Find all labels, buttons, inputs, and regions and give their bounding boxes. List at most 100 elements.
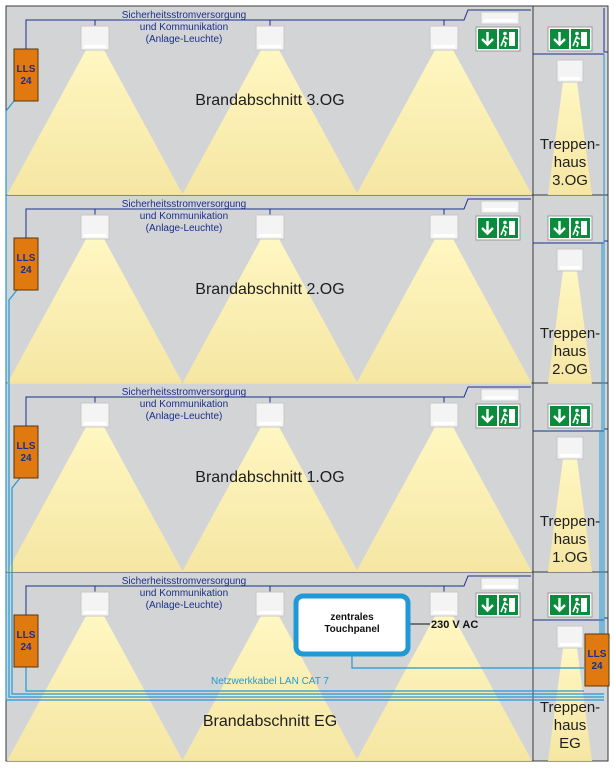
light-beam (7, 427, 183, 572)
emergency-exit-sign-icon (547, 592, 593, 618)
staircase-label: EG (559, 735, 581, 752)
ceiling-luminaire-icon (480, 11, 520, 25)
emergency-exit-sign-icon (475, 403, 521, 429)
section-label: Brandabschnitt 2.OG (195, 281, 344, 298)
staircase-label: haus (554, 154, 587, 171)
lls-label: LLS (588, 649, 607, 660)
section-label: Brandabschnitt EG (203, 713, 337, 730)
lls-label: LLS (17, 630, 36, 641)
ceiling-luminaire-icon (556, 625, 584, 649)
lan-cable (351, 654, 584, 669)
lls-label: 24 (591, 661, 603, 672)
lls-label: LLS (17, 64, 36, 75)
lan-cable (25, 667, 584, 692)
power-label: 230 V AC (431, 619, 478, 631)
emergency-exit-sign-icon (547, 215, 593, 241)
ceiling-luminaire-icon (429, 591, 459, 617)
light-beam (182, 427, 358, 572)
bus-label-line: (Anlage-Leuchte) (146, 223, 223, 234)
ceiling-luminaire-icon (556, 436, 584, 460)
ceiling-luminaire-icon (480, 388, 520, 402)
light-beam (548, 459, 592, 572)
light-beam (548, 648, 592, 761)
bus-label-line: und Kommunikation (140, 211, 228, 222)
light-beam (7, 239, 183, 384)
staircase-label: Treppen- (540, 699, 600, 716)
light-beam (182, 616, 358, 761)
power-bus-line (25, 9, 531, 50)
staircase-label: 1.OG (552, 549, 588, 566)
lan-cable-label: Netzwerkkabel LAN CAT 7 (211, 676, 329, 687)
light-beam (548, 271, 592, 384)
bus-label-line: Sicherheitsstromversorgung (122, 10, 247, 21)
emergency-exit-sign-icon (547, 403, 593, 429)
staircase-label: Treppen- (540, 325, 600, 342)
staircase-label: Treppen- (540, 136, 600, 153)
light-beam (356, 50, 532, 195)
bus-label-line: und Kommunikation (140, 22, 228, 33)
ceiling-luminaire-icon (80, 214, 110, 240)
light-beam (356, 239, 532, 384)
touchpanel-label: zentrales (330, 612, 374, 623)
bus-label-line: (Anlage-Leuchte) (146, 34, 223, 45)
bus-label-line: Sicherheitsstromversorgung (122, 387, 247, 398)
staircase-label: haus (554, 717, 587, 734)
lls-label: 24 (20, 453, 32, 464)
section-label: Brandabschnitt 3.OG (195, 92, 344, 109)
ceiling-luminaire-icon (255, 591, 285, 617)
ceiling-luminaire-icon (80, 591, 110, 617)
ceiling-luminaire-icon (80, 25, 110, 51)
lls-label: 24 (20, 265, 32, 276)
light-beam (356, 427, 532, 572)
ceiling-luminaire-icon (556, 59, 584, 83)
ceiling-luminaire-icon (255, 402, 285, 428)
ceiling-luminaire-icon (80, 402, 110, 428)
staircase-label: Treppen- (540, 513, 600, 530)
power-bus-line (25, 575, 531, 616)
bus-label-line: Sicherheitsstromversorgung (122, 199, 247, 210)
light-beam (7, 616, 183, 761)
staircase-label: haus (554, 343, 587, 360)
lls-label: 24 (20, 76, 32, 87)
lan-cable (5, 100, 604, 701)
ceiling-luminaire-icon (429, 214, 459, 240)
staircase-label: 3.OG (552, 172, 588, 189)
ceiling-luminaire-icon (255, 25, 285, 51)
ceiling-luminaire-icon (480, 200, 520, 214)
light-beam (7, 50, 183, 195)
power-bus-line (25, 386, 531, 427)
section-label: Brandabschnitt 1.OG (195, 469, 344, 486)
ceiling-luminaire-icon (255, 214, 285, 240)
emergency-exit-sign-icon (475, 215, 521, 241)
bus-label-line: (Anlage-Leuchte) (146, 600, 223, 611)
bus-label-line: und Kommunikation (140, 399, 228, 410)
emergency-exit-sign-icon (475, 592, 521, 618)
ceiling-luminaire-icon (556, 248, 584, 272)
lls-label: LLS (17, 441, 36, 452)
staircase-label: haus (554, 531, 587, 548)
ceiling-luminaire-icon (480, 577, 520, 591)
lan-cable (8, 289, 604, 698)
lls-label: 24 (20, 642, 32, 653)
ceiling-luminaire-icon (429, 25, 459, 51)
light-beam (356, 616, 532, 761)
lan-cable (11, 477, 604, 695)
light-beam (182, 50, 358, 195)
bus-label-line: Sicherheitsstromversorgung (122, 576, 247, 587)
light-beam (182, 239, 358, 384)
light-beam (548, 82, 592, 195)
touchpanel-label: Touchpanel (324, 624, 380, 635)
emergency-exit-sign-icon (547, 26, 593, 52)
staircase-label: 2.OG (552, 361, 588, 378)
power-bus-line (25, 198, 531, 239)
bus-label-line: (Anlage-Leuchte) (146, 411, 223, 422)
lls-label: LLS (17, 253, 36, 264)
ceiling-luminaire-icon (429, 402, 459, 428)
